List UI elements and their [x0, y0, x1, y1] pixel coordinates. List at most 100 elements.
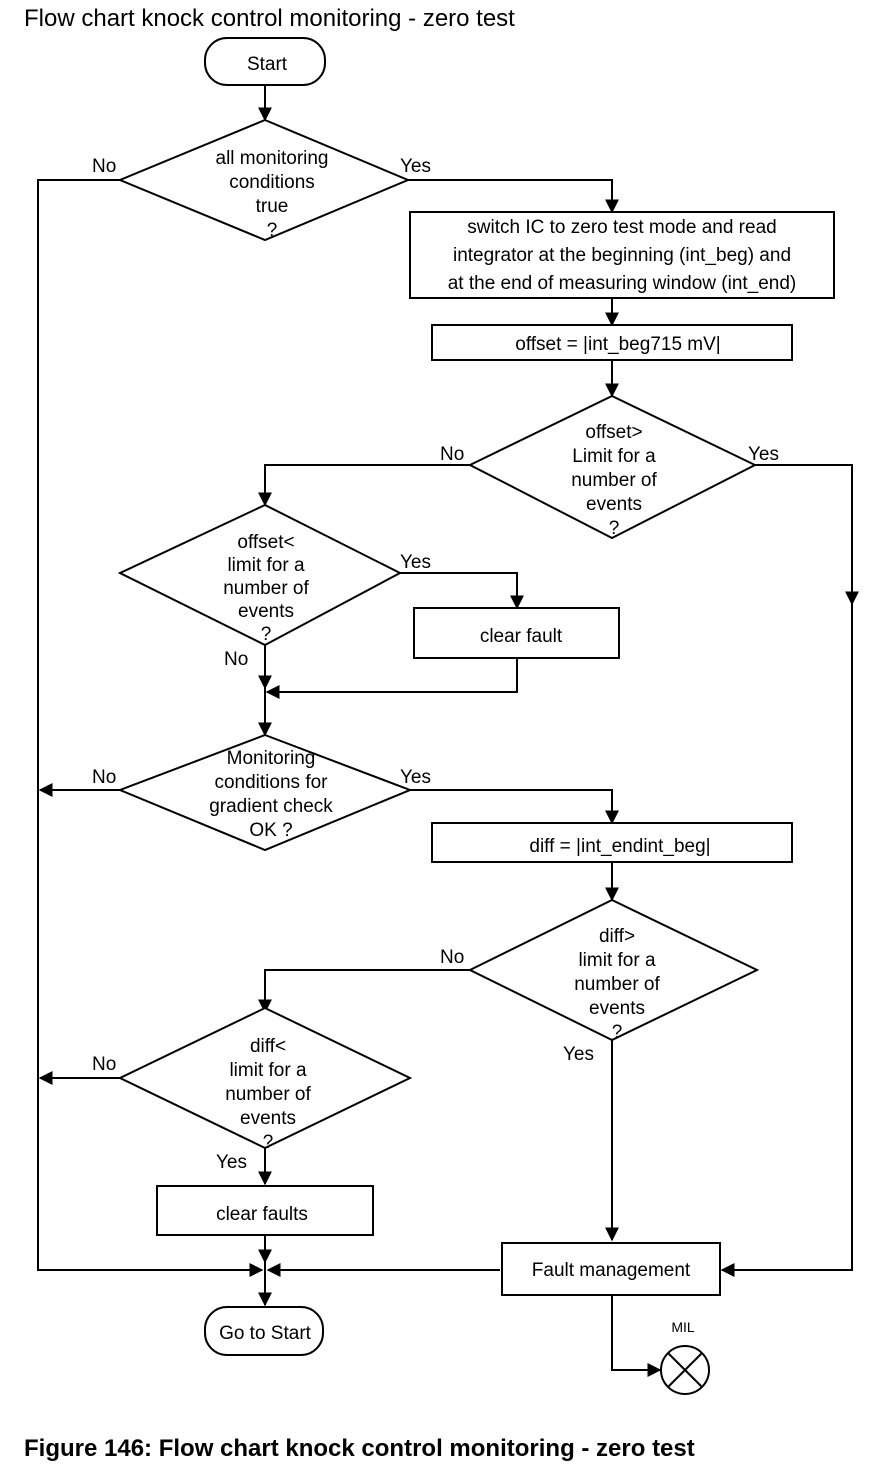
d3-line-0: offset<	[237, 532, 294, 553]
d2-line-3: events	[586, 494, 642, 515]
d4-line-0: Monitoring	[227, 748, 316, 769]
terminal-shape	[204, 1306, 324, 1356]
edge-d5-no	[258, 969, 470, 1014]
decision-shape	[117, 503, 403, 647]
process-label: Fault management	[532, 1260, 691, 1281]
d5-line-4: ?	[612, 1022, 623, 1043]
node-start: Start	[204, 37, 326, 86]
d1-line-2: true	[256, 196, 289, 217]
decision-shape	[467, 898, 760, 1042]
process-shape	[501, 1242, 721, 1296]
d2-line-0: offset>	[585, 422, 642, 443]
d2-yes-label: Yes	[748, 444, 779, 465]
process-shape	[409, 211, 835, 299]
decision-shape	[117, 733, 413, 852]
mil-lamp: MIL	[660, 1319, 710, 1395]
d4-line-1: conditions for	[214, 772, 328, 793]
p2-line-0: offset = |int_beg715 mV|	[515, 334, 720, 355]
process-shape	[156, 1185, 374, 1236]
d5-line-3: events	[589, 998, 645, 1019]
decision-shape	[117, 1006, 413, 1150]
d5-yes-label: Yes	[563, 1044, 594, 1065]
d2-line-1: Limit for a	[572, 446, 656, 467]
node-goto-start: Go to Start	[204, 1306, 324, 1356]
process-label: diff = |int_endint_beg|	[529, 836, 710, 857]
d1-line-3: ?	[267, 220, 278, 241]
edge-d1-no	[37, 179, 264, 1277]
edge-d1-yes	[408, 179, 619, 214]
decision-monitoring-conditions: all monitoring conditions true?	[117, 118, 411, 242]
process-label: offset = |int_beg715 mV|	[515, 334, 720, 355]
goto-start-label: Go to Start	[219, 1323, 312, 1344]
process-fault-management: Fault management	[501, 1242, 721, 1296]
edge-d4-yes	[410, 789, 619, 825]
start-line-0: Start	[247, 54, 288, 75]
process-shape	[413, 607, 620, 659]
p1-line-1: integrator at the beginning (int_beg) an…	[453, 245, 791, 266]
decision-offset-greater: offset> Limit for a number of events?	[467, 394, 758, 540]
d6-no-label: No	[92, 1054, 116, 1075]
edge-d2-yes	[720, 464, 853, 1277]
process-clear-faults: clear faults	[156, 1185, 374, 1236]
p5-line-0: clear faults	[216, 1204, 308, 1225]
d4-line-2: gradient check	[209, 796, 333, 817]
p1-line-2: at the end of measuring window (int_end)	[448, 273, 797, 294]
d2-no-label: No	[440, 444, 464, 465]
d4-yes-label: Yes	[400, 767, 431, 788]
terminal-shape	[204, 37, 326, 86]
d5-line-0: diff>	[599, 926, 635, 947]
process-label: clear faults	[216, 1204, 308, 1225]
mil-label: MIL	[671, 1319, 695, 1335]
d3-no-label: No	[224, 649, 248, 670]
process-offset: offset = |int_beg715 mV|	[431, 324, 793, 361]
d6-line-1: limit for a	[229, 1060, 307, 1081]
decision-shape	[117, 118, 411, 242]
process-diff: diff = |int_endint_beg|	[431, 822, 793, 863]
edge-d2-no	[258, 464, 470, 507]
edge-labels: No Yes No Yes Yes No No Yes No Yes No Ye…	[92, 156, 779, 1173]
d1-yes-label: Yes	[400, 156, 431, 177]
edge-p3-merge	[265, 658, 518, 699]
d6-line-0: diff<	[250, 1036, 286, 1057]
d5-line-2: number of	[574, 974, 660, 995]
d6-line-3: events	[240, 1108, 296, 1129]
edge-fault-mil	[611, 1295, 662, 1377]
connectors	[37, 85, 859, 1377]
d1-line-1: conditions	[229, 172, 315, 193]
fault-line-0: Fault management	[532, 1260, 691, 1281]
process-shape	[431, 324, 793, 361]
p4-line-0: diff = |int_endint_beg|	[529, 836, 710, 857]
goto-line-0: Go to Start	[219, 1323, 312, 1344]
d6-line-4: ?	[263, 1132, 274, 1153]
d6-yes-label: Yes	[216, 1152, 247, 1173]
decision-label: offset> Limit for a number of events?	[571, 422, 657, 539]
decision-shape	[467, 394, 758, 540]
process-label: clear fault	[480, 626, 563, 647]
d4-no-label: No	[92, 767, 116, 788]
d2-line-2: number of	[571, 470, 657, 491]
d1-line-0: all monitoring	[216, 148, 329, 169]
d4-line-3: OK ?	[249, 820, 292, 841]
process-clear-fault: clear fault	[413, 607, 620, 659]
d5-no-label: No	[440, 947, 464, 968]
d3-line-4: ?	[261, 624, 272, 645]
figure-caption: Figure 146: Flow chart knock control mon…	[24, 1435, 695, 1462]
d3-yes-label: Yes	[400, 552, 431, 573]
d3-line-2: number of	[223, 578, 309, 599]
lamp-cross-b	[667, 1352, 703, 1388]
d2-line-4: ?	[609, 518, 620, 539]
diagram-title: Flow chart knock control monitoring - ze…	[24, 5, 515, 32]
d3-line-3: events	[238, 601, 294, 622]
edge-d3-yes	[400, 572, 524, 610]
decision-label: all monitoring conditions true?	[216, 148, 329, 241]
mil-line-0: MIL	[671, 1319, 695, 1335]
